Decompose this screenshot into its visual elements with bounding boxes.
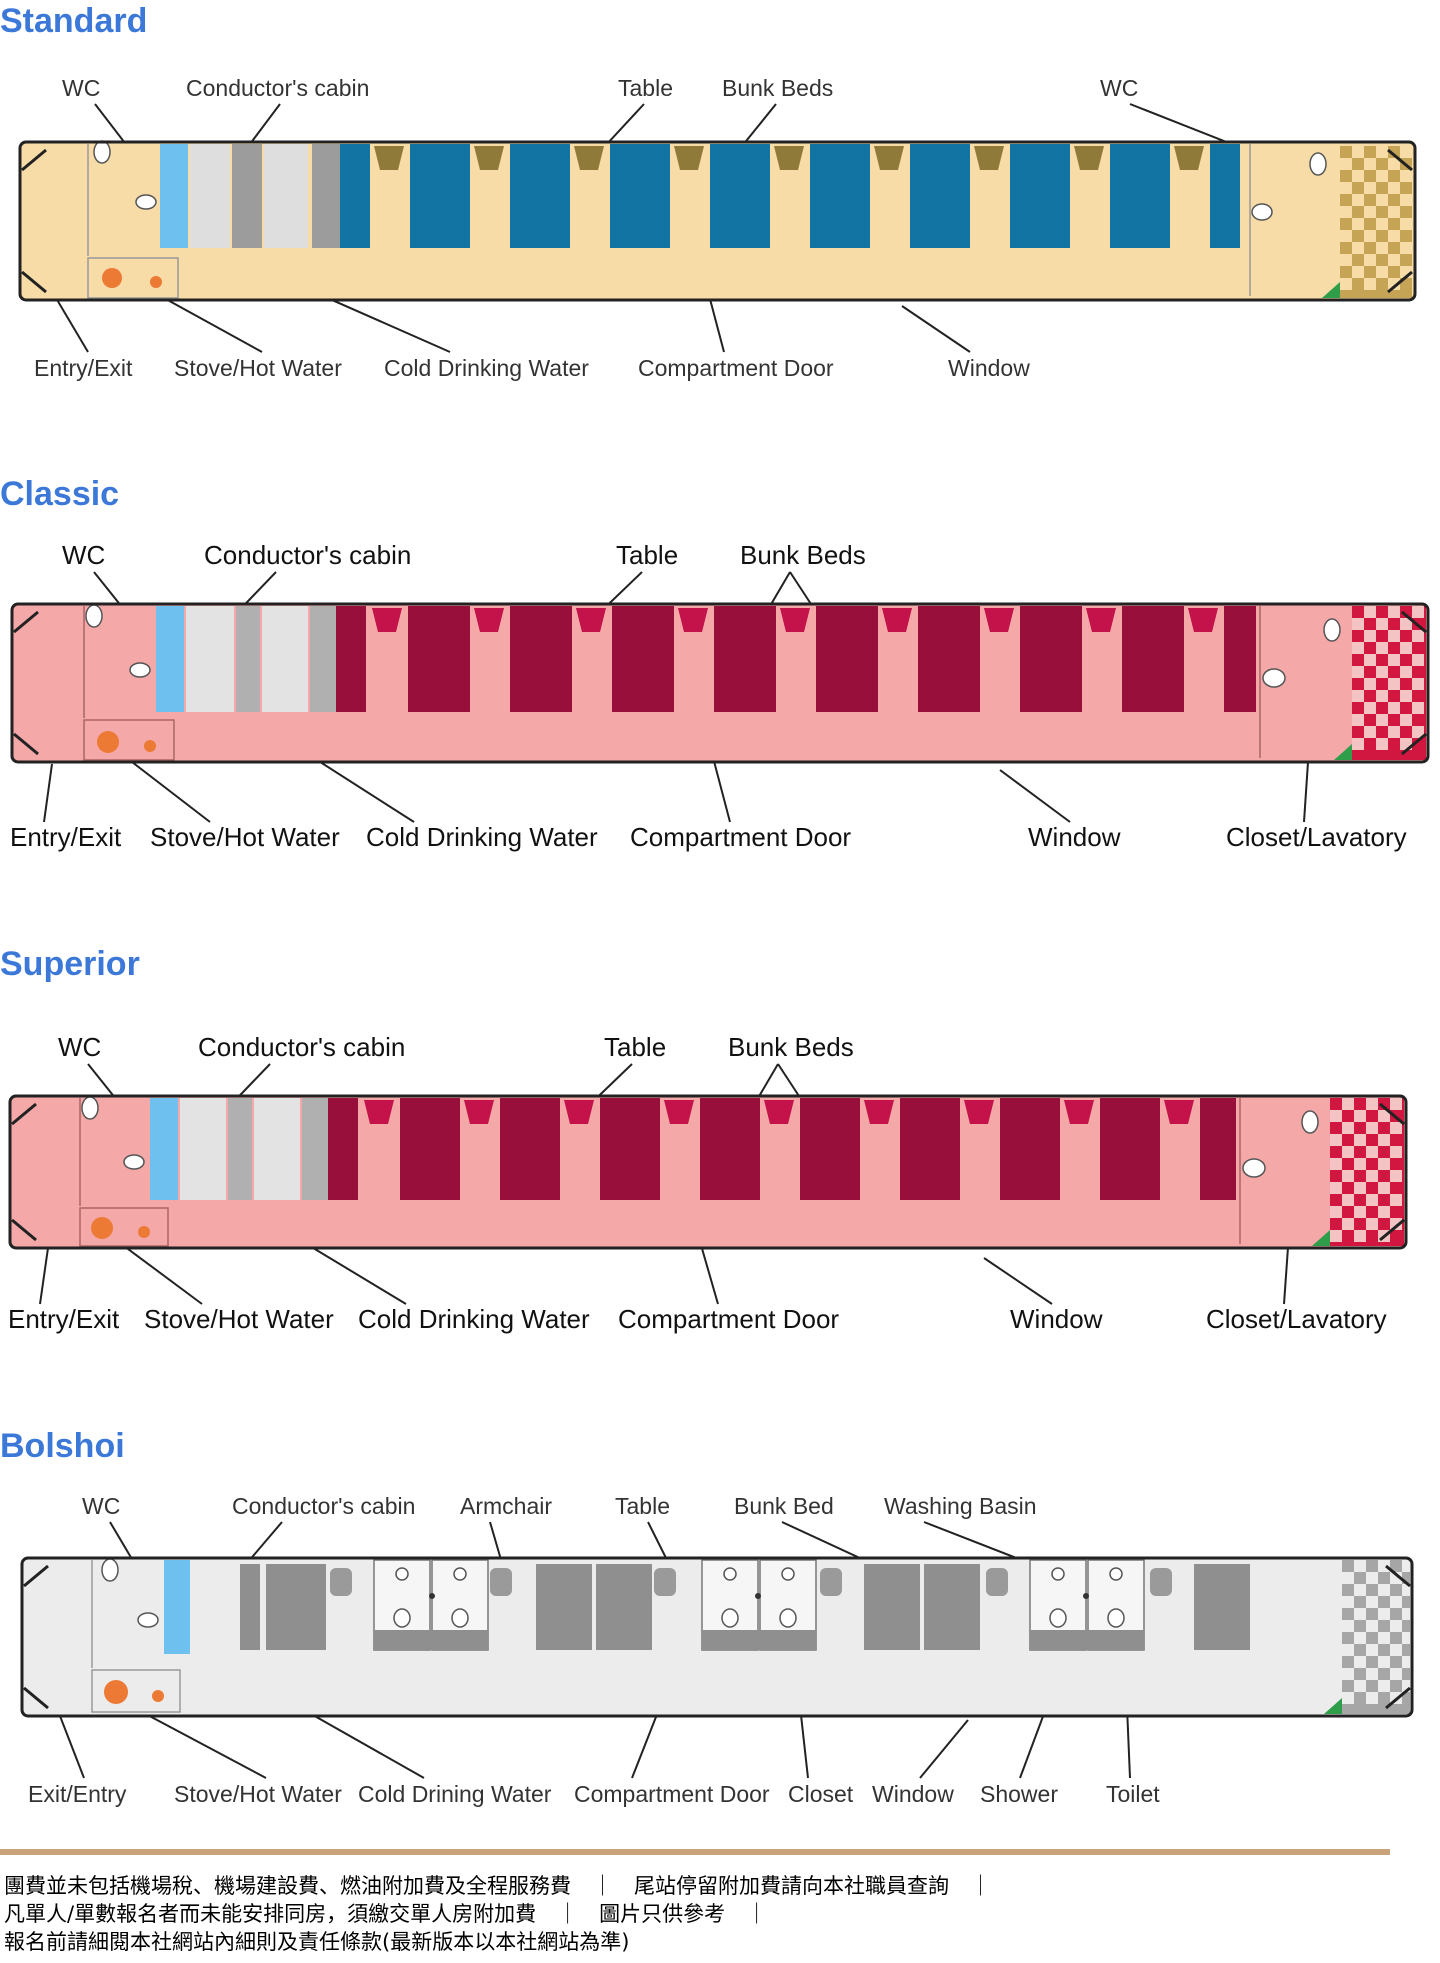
label-wc: WC — [62, 75, 100, 101]
classic-toilet-icon — [85, 604, 103, 628]
label-entry-exit: Entry/Exit — [8, 1304, 120, 1334]
label-stove-hot-water: Stove/Hot Water — [144, 1304, 334, 1334]
superior-berths — [328, 1098, 1236, 1200]
label-entry-exit: Entry/Exit — [10, 822, 122, 852]
label-table: Table — [616, 540, 678, 570]
bolshoi-labels: WC Conductor's cabin Armchair Table Bunk… — [28, 1493, 1160, 1807]
label-bunk-beds: Bunk Beds — [722, 75, 833, 101]
label-armchair: Armchair — [460, 1493, 552, 1519]
label-bunk-bed: Bunk Bed — [734, 1493, 834, 1519]
label-wc: WC — [58, 1032, 101, 1062]
label-table: Table — [618, 75, 673, 101]
label-bunk-beds: Bunk Beds — [728, 1032, 854, 1062]
classic-floor-plan: WC Conductor's cabin Table Bunk Beds Ent… — [10, 540, 1430, 852]
label-compartment-door: Compartment Door — [618, 1304, 839, 1334]
standard-title: Standard — [0, 2, 148, 40]
standard-labels: WC Conductor's cabin Table Bunk Beds WC … — [34, 75, 1138, 381]
standard-berths — [340, 144, 1240, 248]
superior-toilet-icon — [81, 1096, 99, 1120]
footer-line-3: 報名前請細閱本社網站內細則及責任條款(最新版本以本社網站為準) — [4, 1930, 630, 1954]
footer-divider — [0, 1849, 1390, 1855]
label-entry-exit: Entry/Exit — [34, 355, 133, 381]
label-shower: Shower — [980, 1781, 1058, 1807]
classic-labels: WC Conductor's cabin Table Bunk Beds Ent… — [10, 540, 1407, 852]
superior-car — [8, 1094, 1408, 1250]
label-exit-entry: Exit/Entry — [28, 1781, 127, 1807]
label-bunk-beds: Bunk Beds — [740, 540, 866, 570]
bolshoi-floor-plan: WC Conductor's cabin Armchair Table Bunk… — [20, 1493, 1414, 1807]
label-wc: WC — [82, 1493, 120, 1519]
label-cold-drinking-water: Cold Drinking Water — [366, 822, 598, 852]
label-window: Window — [872, 1781, 954, 1807]
bolshoi-basin-icon — [1051, 1567, 1065, 1581]
bolshoi-toilet-icon — [1107, 1608, 1125, 1628]
label-window: Window — [948, 355, 1030, 381]
label-window: Window — [1010, 1304, 1103, 1334]
bolshoi-shower-icon — [1083, 1593, 1089, 1599]
label-closet: Closet — [788, 1781, 854, 1807]
label-window: Window — [1028, 822, 1121, 852]
standard-stove-icon — [102, 268, 122, 288]
label-conductors-cabin: Conductor's cabin — [204, 540, 411, 570]
superior-labels: WC Conductor's cabin Table Bunk Beds Ent… — [8, 1032, 1387, 1334]
label-compartment-door: Compartment Door — [630, 822, 851, 852]
label-cold-drinking-water: Cold Drinking Water — [358, 1304, 590, 1334]
footer-notes: 團費並未包括機場稅、機場建設費、燃油附加費及全程服務費 ｜ 尾站停留附加費請向本… — [4, 1872, 1404, 1956]
standard-car — [18, 140, 1417, 302]
label-stove-hot-water: Stove/Hot Water — [174, 355, 342, 381]
footer-line-2: 凡單人/單數報名者而未能安排同房，須繳交單人房附加費 ｜ 圖片只供參考 ｜ — [4, 1902, 768, 1926]
bolshoi-berths — [536, 1564, 1250, 1650]
label-table: Table — [615, 1493, 670, 1519]
label-closet-lavatory: Closet/Lavatory — [1226, 822, 1407, 852]
classic-berths — [336, 606, 1256, 712]
superior-title: Superior — [0, 945, 140, 983]
classic-car — [10, 602, 1430, 764]
standard-tables — [374, 146, 1204, 170]
label-compartment-door: Compartment Door — [574, 1781, 770, 1807]
superior-floor-plan: WC Conductor's cabin Table Bunk Beds Ent… — [8, 1032, 1408, 1334]
label-washing-basin: Washing Basin — [884, 1493, 1037, 1519]
label-cold-drining-water: Cold Drining Water — [358, 1781, 552, 1807]
label-cold-drinking-water: Cold Drinking Water — [384, 355, 589, 381]
standard-toilet-icon — [93, 140, 111, 164]
bolshoi-stove-icon — [104, 1680, 128, 1704]
bolshoi-title: Bolshoi — [0, 1427, 125, 1465]
label-wc: WC — [62, 540, 105, 570]
bolshoi-bathrooms — [373, 1559, 1145, 1651]
footer-line-1: 團費並未包括機場稅、機場建設費、燃油附加費及全程服務費 ｜ 尾站停留附加費請向本… — [4, 1874, 991, 1898]
superior-stove-icon — [91, 1217, 113, 1239]
bolshoi-checker-vestibule — [1342, 1560, 1410, 1714]
superior-tables — [364, 1100, 1194, 1124]
label-conductors-cabin: Conductor's cabin — [198, 1032, 405, 1062]
bolshoi-car — [20, 1556, 1414, 1718]
classic-title: Classic — [0, 475, 120, 513]
label-stove-hot-water: Stove/Hot Water — [174, 1781, 342, 1807]
label-conductors-cabin: Conductor's cabin — [232, 1493, 415, 1519]
label-toilet: Toilet — [1106, 1781, 1160, 1807]
classic-stove-icon — [97, 731, 119, 753]
label-conductors-cabin: Conductor's cabin — [186, 75, 369, 101]
bolshoi-armchairs — [330, 1568, 1172, 1596]
label-compartment-door: Compartment Door — [638, 355, 834, 381]
label-wc-right: WC — [1100, 75, 1138, 101]
classic-tables — [372, 608, 1218, 632]
label-table: Table — [604, 1032, 666, 1062]
label-closet-lavatory: Closet/Lavatory — [1206, 1304, 1387, 1334]
standard-floor-plan: WC Conductor's cabin Table Bunk Beds WC … — [18, 75, 1417, 381]
label-stove-hot-water: Stove/Hot Water — [150, 822, 340, 852]
